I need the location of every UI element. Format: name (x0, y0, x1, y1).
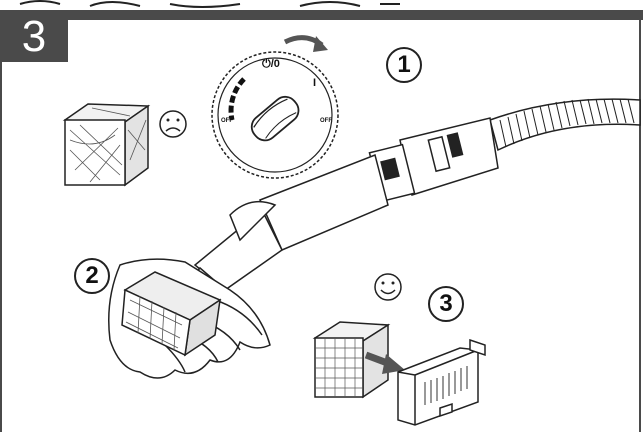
filter-cover-icon (398, 340, 485, 425)
vacuum-hose (490, 99, 640, 150)
step-badge-2: 2 (74, 258, 110, 294)
hose-handle (369, 118, 498, 201)
dial-left-off: OFF (221, 118, 233, 124)
step-badge-1: 1 (386, 47, 422, 83)
dial-top-mark: ⏻/0 (262, 58, 280, 71)
sad-face-icon (160, 111, 186, 137)
rotate-arrow-icon (285, 36, 328, 52)
dial-right-mark: I (313, 77, 316, 89)
smiley-face-icon (375, 274, 401, 300)
step-badge-3: 3 (428, 286, 464, 322)
dial-right-off: OFF (320, 118, 332, 124)
previous-panel-fragment (20, 1, 400, 7)
dirty-filter-icon (65, 104, 148, 185)
